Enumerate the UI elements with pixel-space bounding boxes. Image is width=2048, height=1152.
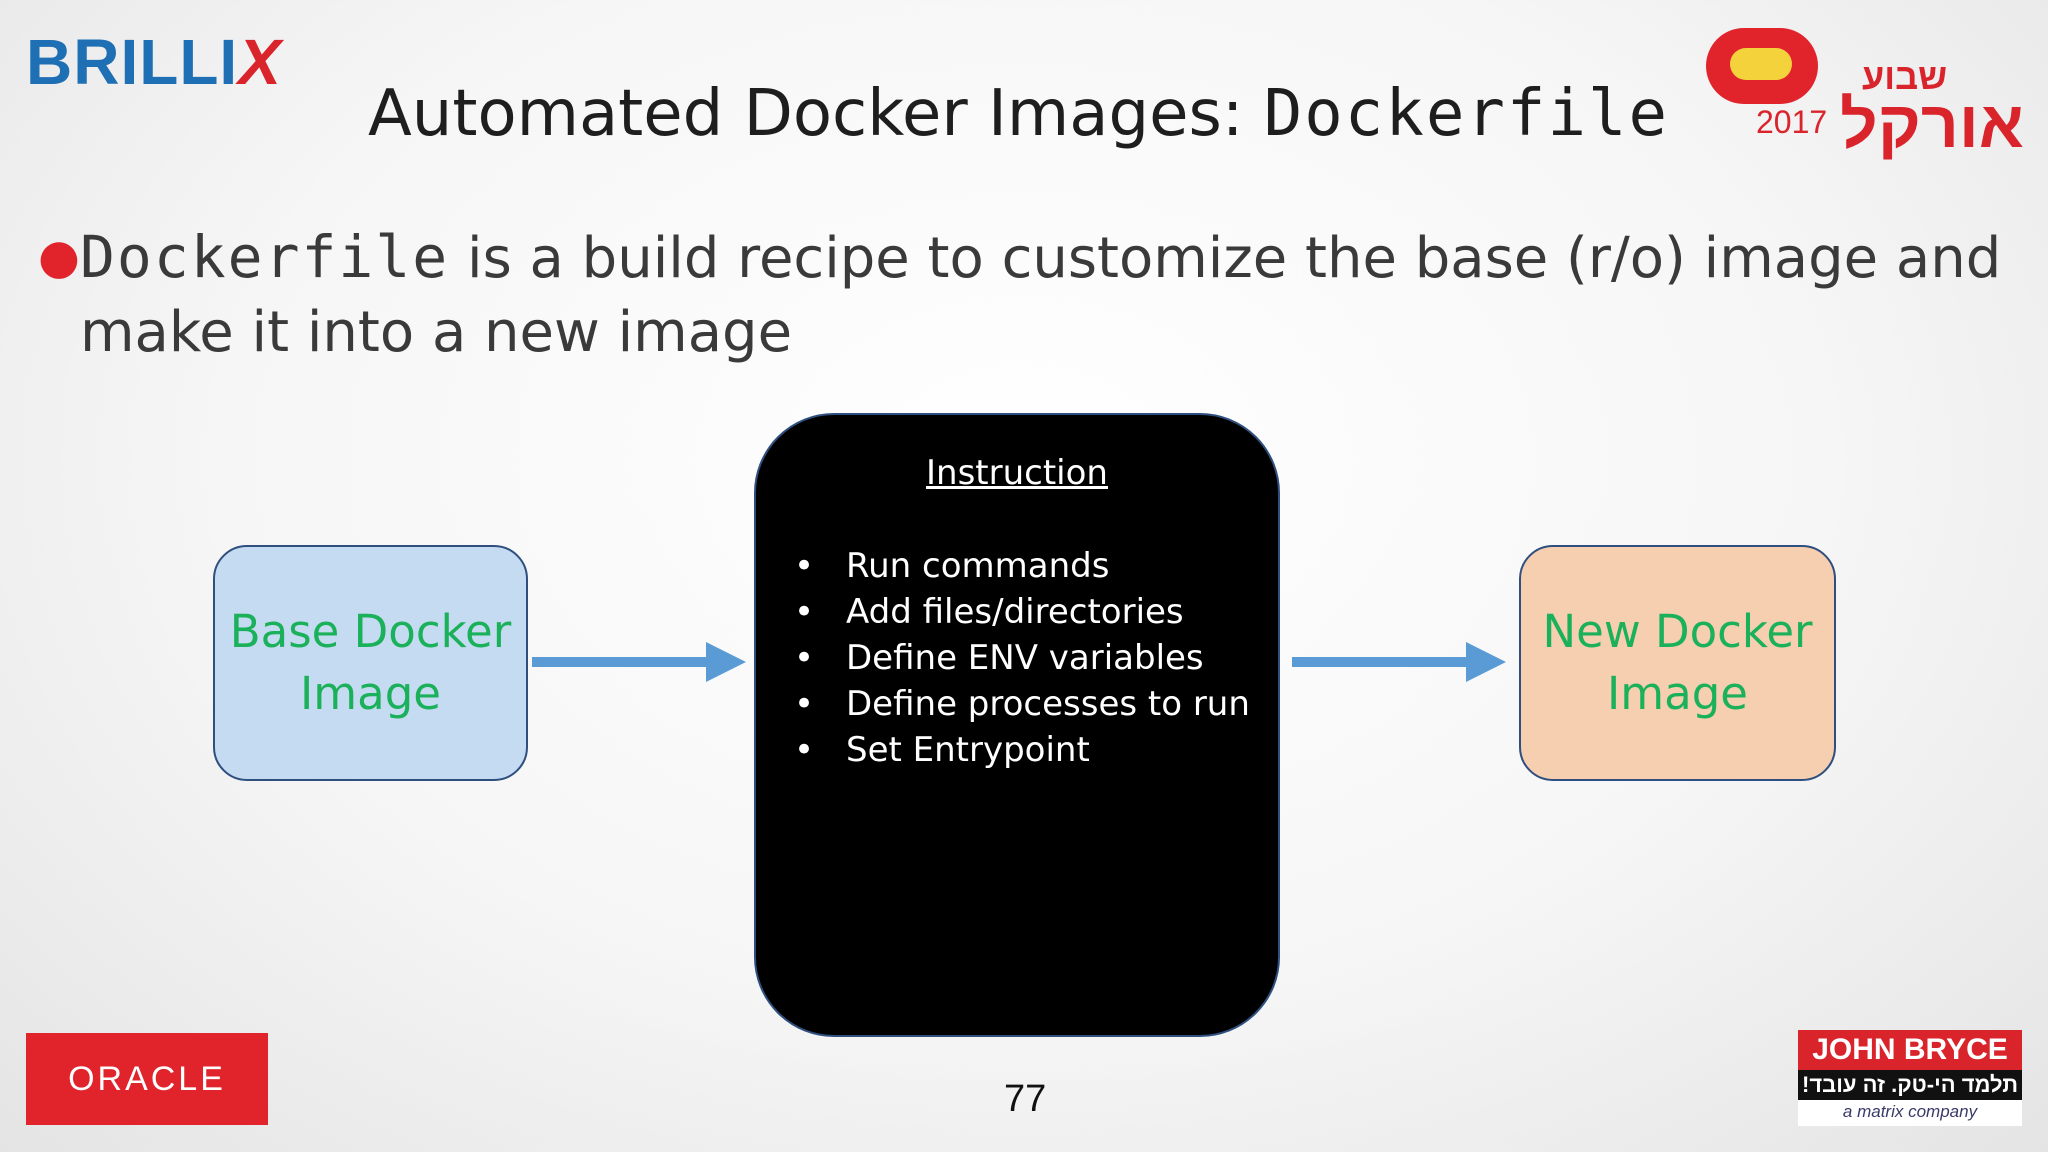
- page-number: 77: [1004, 1078, 1047, 1120]
- base-image-line1: Base Docker: [229, 605, 512, 658]
- bullet-dot-icon: ●: [38, 229, 80, 285]
- instruction-item: Define processes to run: [794, 681, 1250, 727]
- john-bryce-logo: JOHN BRYCE תלמד הי-טק. זה עובד! a matrix…: [1798, 1030, 2022, 1126]
- slide-title: Automated Docker Images: Dockerfile: [368, 76, 1669, 153]
- new-image-box: New Docker Image: [1519, 545, 1836, 781]
- oracle-logo: ORACLE: [26, 1033, 268, 1125]
- instruction-list: Run commands Add files/directories Defin…: [794, 543, 1250, 773]
- bullet-code: Dockerfile: [80, 223, 450, 291]
- john-bryce-sub: a matrix company: [1842, 1102, 1978, 1121]
- oracle-week-hebrew-main: אורקל: [1840, 87, 2024, 161]
- oracle-week-year: 2017: [1756, 104, 1828, 140]
- slide-title-code: Dockerfile: [1263, 77, 1670, 151]
- instruction-item: Run commands: [794, 543, 1250, 589]
- instruction-heading: Instruction: [926, 453, 1108, 493]
- arrow-right-icon: [1292, 642, 1506, 682]
- slide-title-prefix: Automated Docker Images:: [368, 77, 1264, 151]
- arrow-right-icon: [532, 642, 746, 682]
- brillix-logo-x: X: [238, 26, 282, 98]
- instruction-item: Define ENV variables: [794, 635, 1250, 681]
- base-image-line2: Image: [300, 667, 441, 720]
- oracle-week-hebrew-top: שבוע: [1862, 56, 1948, 97]
- brillix-logo-text: BRILLI: [26, 26, 239, 98]
- oracle-week-logo: 2017 שבוע אורקל: [1700, 24, 2030, 161]
- new-image-line2: Image: [1607, 667, 1748, 720]
- instruction-item: Add files/directories: [794, 589, 1250, 635]
- instruction-item: Set Entrypoint: [794, 727, 1250, 773]
- oracle-week-pill-icon: [1730, 48, 1792, 80]
- bullet-body: is a build recipe to customize the base …: [80, 226, 2002, 365]
- bullet-text: Dockerfile is a build recipe to customiz…: [80, 220, 2048, 370]
- john-bryce-name: JOHN BRYCE: [1798, 1030, 2022, 1070]
- new-image-line1: New Docker: [1542, 605, 1813, 658]
- instruction-box: Instruction Run commands Add files/direc…: [754, 413, 1280, 1037]
- base-image-box: Base Docker Image: [213, 545, 528, 781]
- john-bryce-hebrew: תלמד הי-טק. זה עובד!: [1798, 1070, 2022, 1100]
- brillix-logo: BRILLIX: [26, 30, 282, 94]
